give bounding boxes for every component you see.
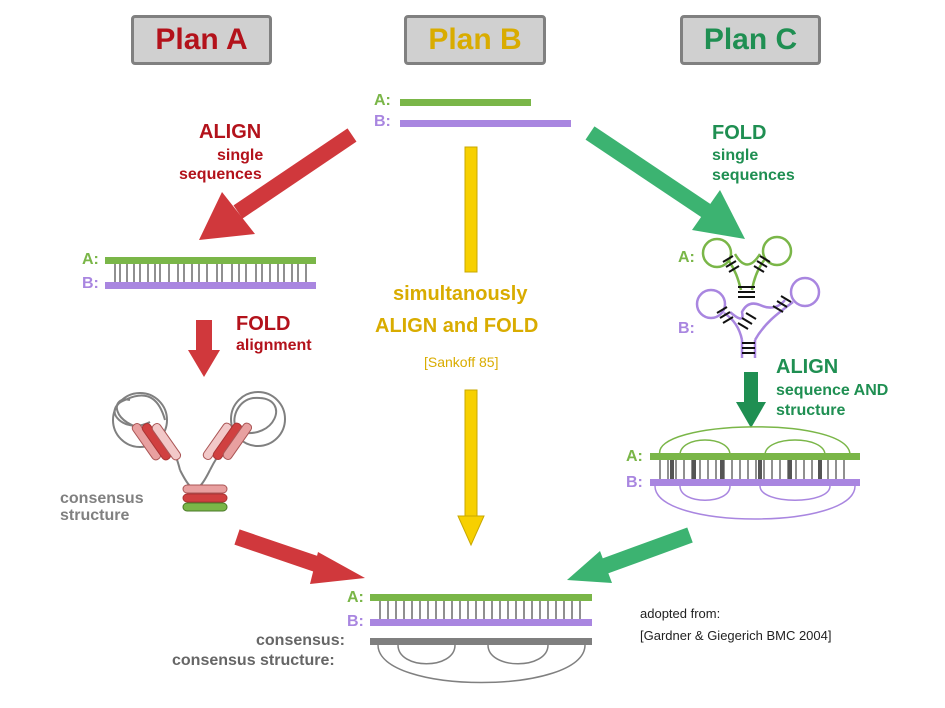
plan-a-step2-title: FOLD (236, 313, 291, 335)
plan-b-line2: ALIGN and FOLD (375, 315, 539, 337)
result-label-b: B: (347, 613, 364, 630)
plan-a-step1-line2: sequences (179, 166, 262, 183)
arrow-plan-b-bottom (457, 389, 485, 547)
plan-a-step1-line1: single (217, 147, 264, 164)
plan-c-step2-title: ALIGN (776, 356, 839, 378)
top-seq-a-bar (400, 99, 531, 106)
plan-c-step2-line2: structure (776, 402, 846, 419)
plan-a-label-b: B: (82, 275, 99, 292)
plan-a-label-a: A: (82, 251, 99, 268)
plan-c-structure-b (695, 276, 821, 358)
plan-b-title: Plan B (428, 23, 522, 56)
arrow-fold-single-c (585, 126, 745, 239)
plan-a-consensus-line1: consensus (60, 490, 144, 507)
source-line1: adopted from: (640, 606, 721, 621)
plan-a-header: Plan A (131, 15, 272, 65)
plan-c-step1-line1: single (712, 147, 759, 164)
result-label-a: A: (347, 589, 364, 606)
plan-c-align-label-a: A: (626, 448, 643, 465)
plan-a-title: Plan A (155, 23, 248, 56)
plan-a-step1-title: ALIGN (199, 121, 262, 143)
arrow-a-to-result (234, 529, 365, 584)
arrow-fold-alignment (188, 320, 220, 377)
arrow-align-structure (736, 372, 766, 428)
result-consensus-label: consensus: (256, 632, 345, 649)
result-alignment (370, 594, 592, 684)
plan-c-structure-a (701, 235, 793, 291)
top-label-a: A: (374, 92, 391, 109)
plan-c-fold-label-b: B: (678, 320, 695, 337)
top-label-b: B: (374, 113, 391, 130)
arrow-align-single-a (199, 128, 357, 240)
plan-c-alignment-arcs (654, 426, 856, 520)
plan-a-step2-sub: alignment (236, 337, 312, 354)
plan-c-align-label-b: B: (626, 474, 643, 491)
plan-c-header: Plan C (680, 15, 821, 65)
plan-b-header: Plan B (404, 15, 546, 65)
plan-c-structure-b-pairs (716, 295, 792, 354)
result-consensus-structure-label: consensus structure: (172, 652, 335, 669)
plan-c-step1-line2: sequences (712, 167, 795, 184)
plan-b-line1: simultanously (393, 283, 528, 305)
plan-c-title: Plan C (703, 23, 798, 56)
plan-a-consensus-line2: structure (60, 507, 130, 524)
plan-c-fold-label-a: A: (678, 249, 695, 266)
arrow-plan-b-top (464, 146, 478, 273)
plan-b-reference: [Sankoff 85] (424, 354, 499, 370)
plan-c-alignment-bars (650, 453, 860, 486)
top-seq-b-bar (400, 120, 571, 127)
arrow-c-to-result (567, 527, 693, 583)
plan-c-step2-line1: sequence AND (776, 382, 889, 399)
plan-a-alignment (105, 257, 316, 289)
source-line2: [Gardner & Giegerich BMC 2004] (640, 628, 832, 643)
plan-c-step1-title: FOLD (712, 122, 767, 144)
plan-c-structure-a-pairs (722, 255, 771, 298)
plan-a-helices (131, 422, 253, 512)
